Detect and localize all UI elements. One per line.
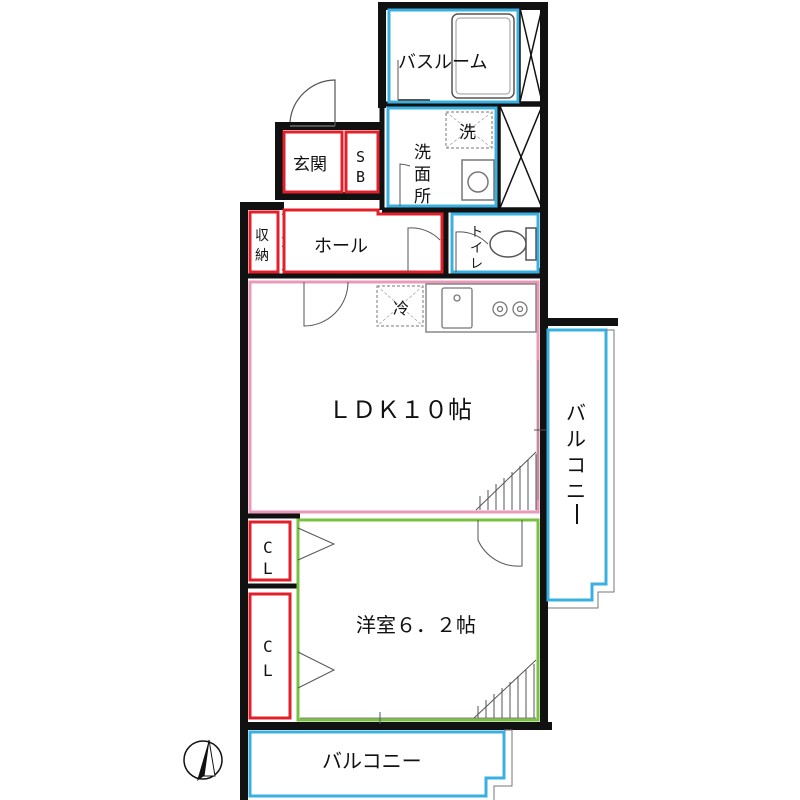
- north-arrow-icon: [183, 739, 223, 781]
- washing-machine-icon: [445, 111, 493, 149]
- entrance-door: [289, 79, 336, 127]
- pipe-shaft-middle: [499, 105, 543, 209]
- closet-2: C L: [248, 592, 292, 720]
- closet-1-label-c: C: [263, 538, 273, 557]
- washroom: 洗 洗 面 所: [386, 106, 498, 208]
- toilet: ト イ レ: [450, 212, 540, 274]
- sink-icon: [441, 287, 473, 329]
- closet-1-label-l: L: [263, 559, 273, 578]
- balcony-east-label-1: バ: [566, 401, 586, 425]
- interior-walls: [244, 101, 544, 589]
- toilet-label-line1: ト: [470, 225, 483, 240]
- shoe-box-label-b: B: [356, 168, 365, 186]
- balcony-south-label: バルコニー: [322, 749, 422, 773]
- washroom-label-line3: 所: [414, 187, 431, 207]
- sink-icon: [461, 159, 495, 201]
- storage: 収 納: [248, 210, 280, 274]
- fridge-label: 冷: [393, 299, 409, 318]
- western-window-hatch: [473, 659, 537, 719]
- western-room-label: 洋室６．２帖: [356, 613, 476, 637]
- hall: ホール: [282, 208, 444, 274]
- closet-2-label-l: L: [263, 661, 273, 680]
- ldk-room: 冷 ＬＤＫ１０帖: [248, 280, 546, 514]
- washing-machine-label: 洗: [459, 123, 476, 143]
- bathroom-label: バスルーム: [398, 52, 487, 73]
- entrance-label: 玄関: [293, 155, 327, 175]
- washroom-label-line1: 洗: [414, 143, 431, 163]
- western-room: 洋室６．２帖: [296, 518, 540, 724]
- toilet-label-line2: イ: [470, 241, 483, 256]
- ldk-window-hatch: [475, 451, 537, 511]
- stove-icon: [492, 301, 528, 317]
- storage-label-line1: 収: [255, 228, 269, 244]
- closet-doors: [297, 527, 336, 689]
- pipe-shaft-top: [519, 7, 543, 103]
- washroom-label-line2: 面: [414, 165, 431, 185]
- toilet-label-line3: レ: [470, 257, 483, 272]
- closet-1: C L: [248, 520, 292, 582]
- closet-2-label-c: C: [263, 637, 273, 656]
- balcony-east-label-2: ル: [566, 427, 586, 451]
- balcony-south: バルコニー: [248, 729, 513, 800]
- ldk-label: ＬＤＫ１０帖: [328, 396, 472, 424]
- bathroom: バスルーム: [387, 8, 520, 104]
- entrance: 玄関: [282, 130, 344, 194]
- balcony-east-label-4: ニ: [566, 479, 586, 503]
- balcony-east-label-3: コ: [566, 453, 586, 477]
- exterior-walls: [240, 2, 618, 800]
- hall-label: ホール: [314, 236, 368, 257]
- shoe-box-label-s: S: [356, 148, 365, 166]
- toilet-icon: [489, 227, 537, 261]
- balcony-east: バ ル コ ニ: [546, 328, 615, 609]
- shoe-box: S B: [344, 130, 380, 194]
- storage-label-line2: 納: [255, 248, 269, 264]
